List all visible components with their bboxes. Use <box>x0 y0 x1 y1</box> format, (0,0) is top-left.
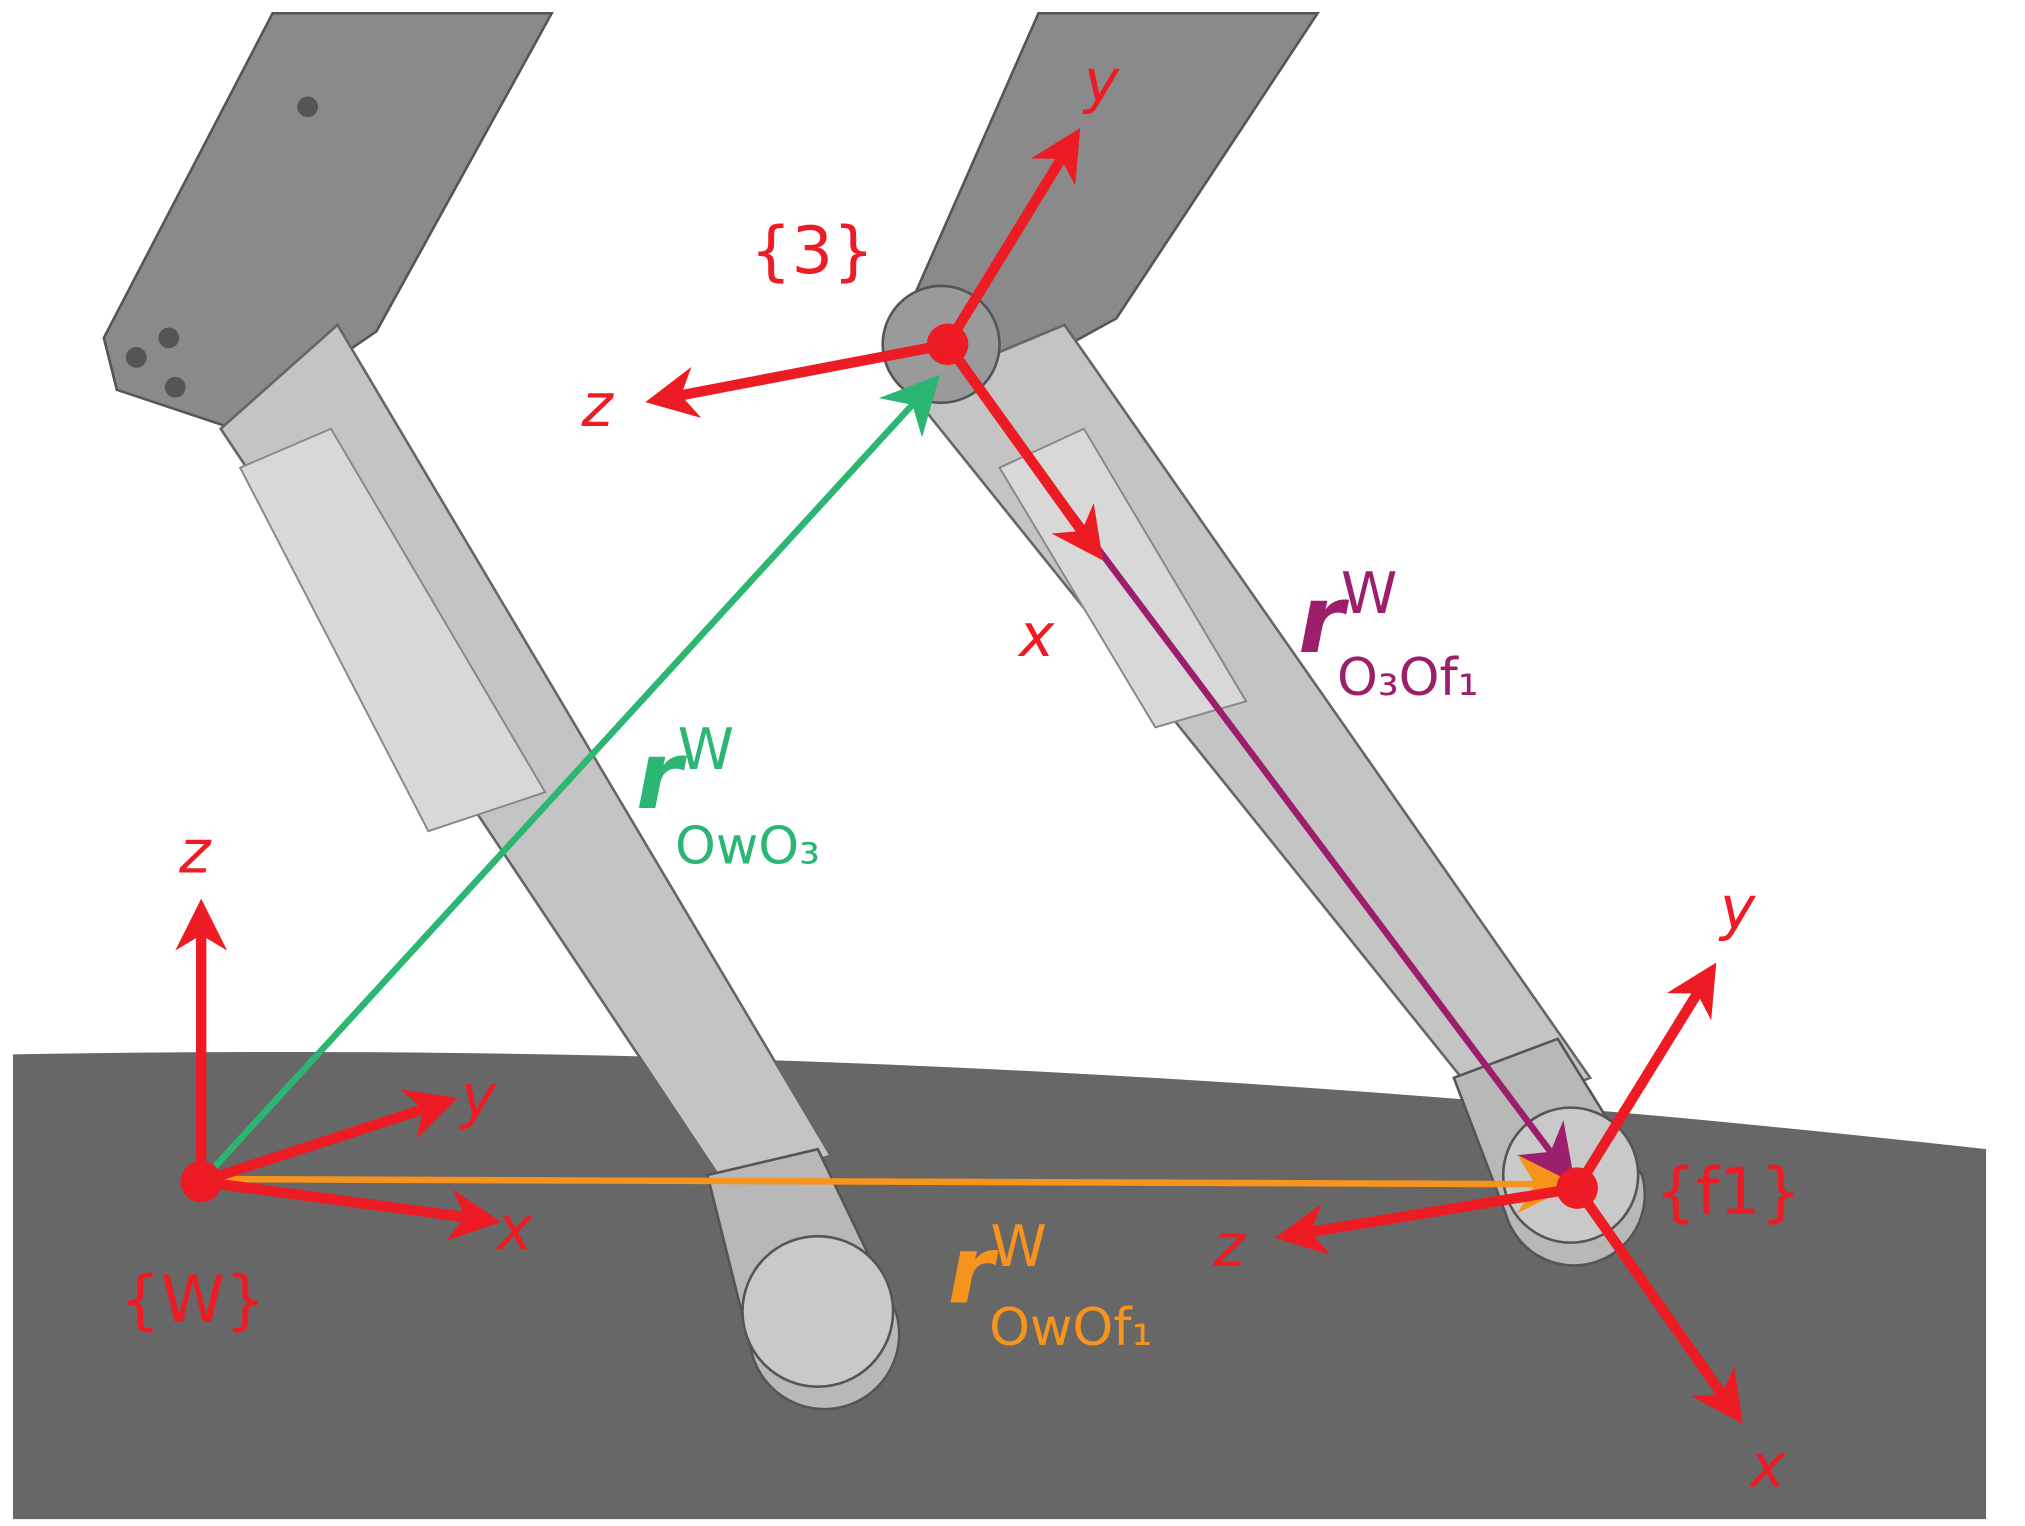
world-y-label: y <box>459 1063 497 1132</box>
foot1-y-label: y <box>1718 875 1756 944</box>
joint3-z-label: z <box>581 372 615 441</box>
right-shank <box>906 323 1593 1119</box>
world-x-label: x <box>495 1195 533 1264</box>
joint3-y-label: y <box>1082 48 1120 117</box>
foot1-y-axis <box>1572 962 1717 1191</box>
world-origin <box>180 1160 222 1203</box>
foot1-x-axis <box>1572 1185 1743 1424</box>
vector-world-to-joint3 <box>198 374 940 1184</box>
foot1-origin <box>1556 1167 1598 1209</box>
frame-joint3 <box>645 127 1103 561</box>
vector-world-to-foot <box>201 1154 1576 1214</box>
label-joint3-to-foot: r W O₃Of₁ <box>1298 561 1479 708</box>
joint3-z-axis <box>645 339 949 418</box>
joint3-origin <box>926 323 969 366</box>
frame-world <box>175 898 501 1241</box>
foot1-frame-label: {f1} <box>1655 1155 1802 1230</box>
foot1-z-axis <box>1274 1182 1579 1256</box>
joint3-frame-label: {3} <box>750 214 874 289</box>
joint3-x-axis <box>943 341 1103 561</box>
world-y-axis <box>199 1089 458 1187</box>
world-frame-label: {W} <box>119 1263 266 1338</box>
left-leg <box>102 12 901 1411</box>
label-world-to-joint3: r W OwO₃ <box>636 717 820 877</box>
frame-foot1 <box>1274 962 1743 1424</box>
label-world-to-foot: r W OwOf₁ <box>948 1214 1153 1358</box>
world-x-axis <box>200 1176 501 1241</box>
foot1-z-label: z <box>1213 1212 1247 1281</box>
foot1-x-label: x <box>1748 1433 1786 1502</box>
world-z-label: z <box>178 819 212 888</box>
joint3-y-axis <box>943 127 1081 348</box>
joint3-x-label: x <box>1017 602 1055 671</box>
